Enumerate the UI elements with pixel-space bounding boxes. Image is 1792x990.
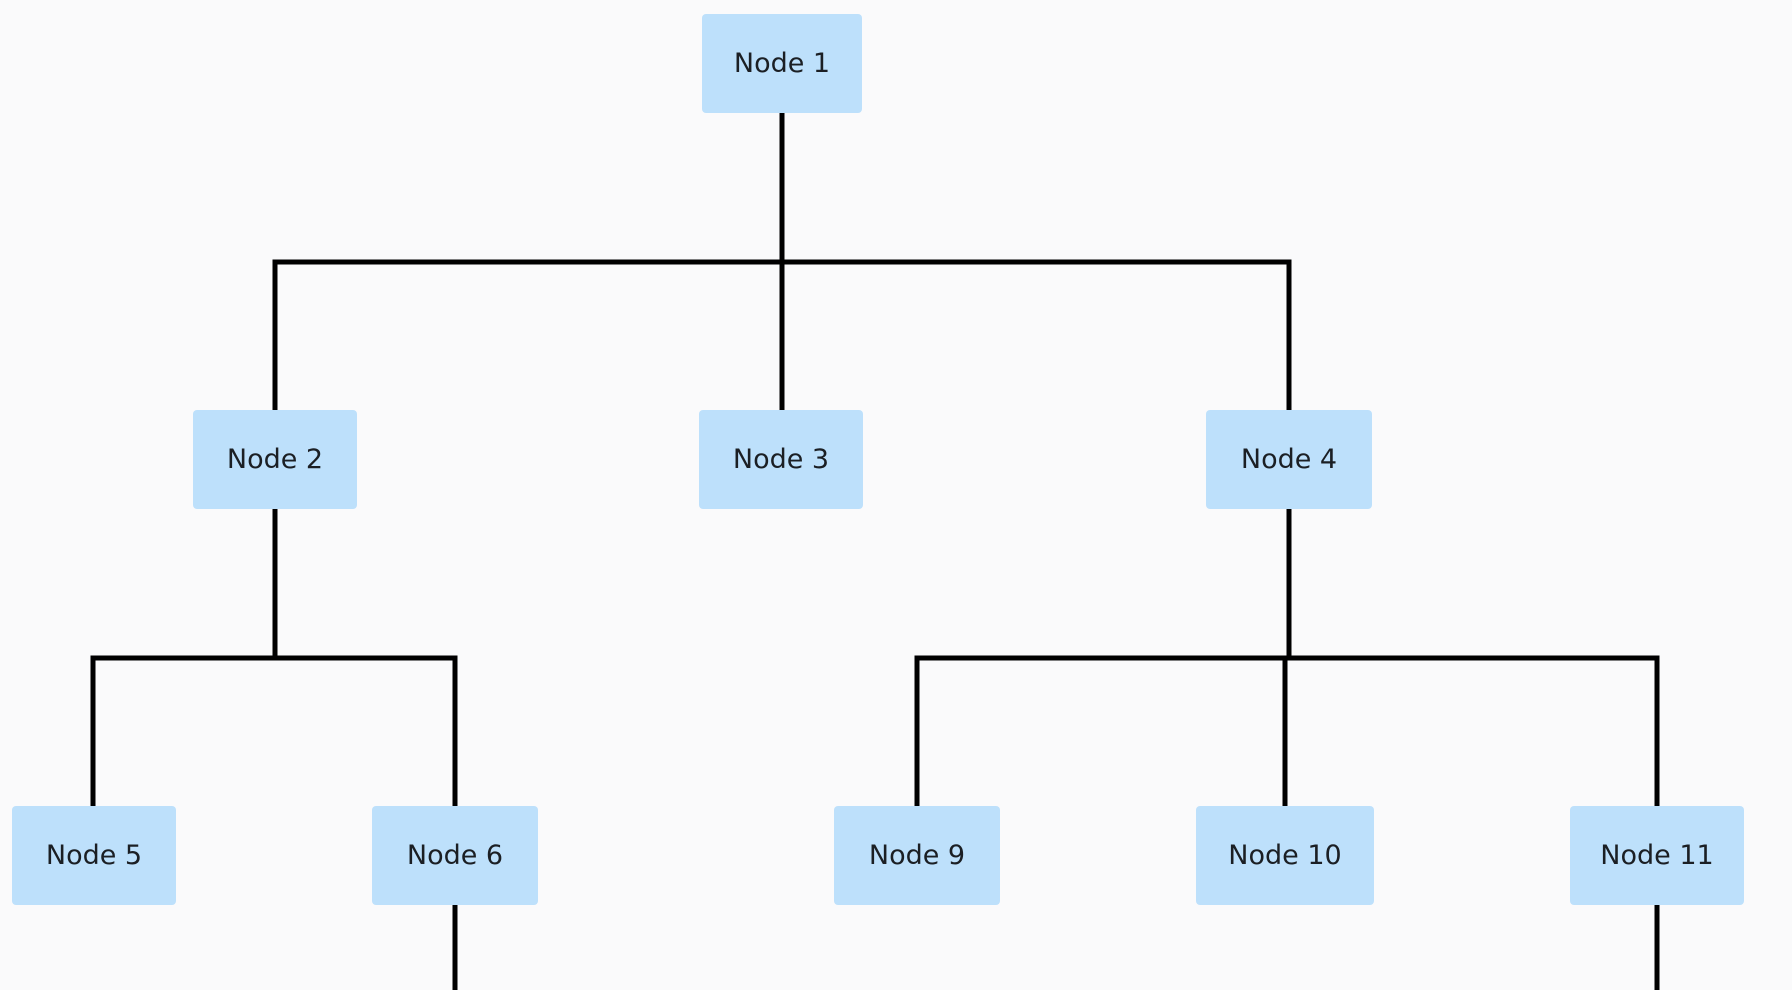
connector-node1-node2: [272, 113, 785, 410]
node-10[interactable]: Node 10: [1196, 806, 1374, 905]
node-5[interactable]: Node 5: [12, 806, 176, 905]
connector-node4-node9: [914, 509, 1292, 806]
node-9[interactable]: Node 9: [834, 806, 1000, 905]
connector-node1-node4: [782, 259, 1292, 410]
connector-node2-node6: [275, 655, 458, 806]
node-6[interactable]: Node 6: [372, 806, 538, 905]
node-2[interactable]: Node 2: [193, 410, 357, 509]
node-4[interactable]: Node 4: [1206, 410, 1372, 509]
node-11[interactable]: Node 11: [1570, 806, 1744, 905]
connector-node2-node5: [90, 509, 278, 806]
node-1[interactable]: Node 1: [702, 14, 862, 113]
connector-node4-node11: [1289, 655, 1660, 806]
node-3[interactable]: Node 3: [699, 410, 863, 509]
